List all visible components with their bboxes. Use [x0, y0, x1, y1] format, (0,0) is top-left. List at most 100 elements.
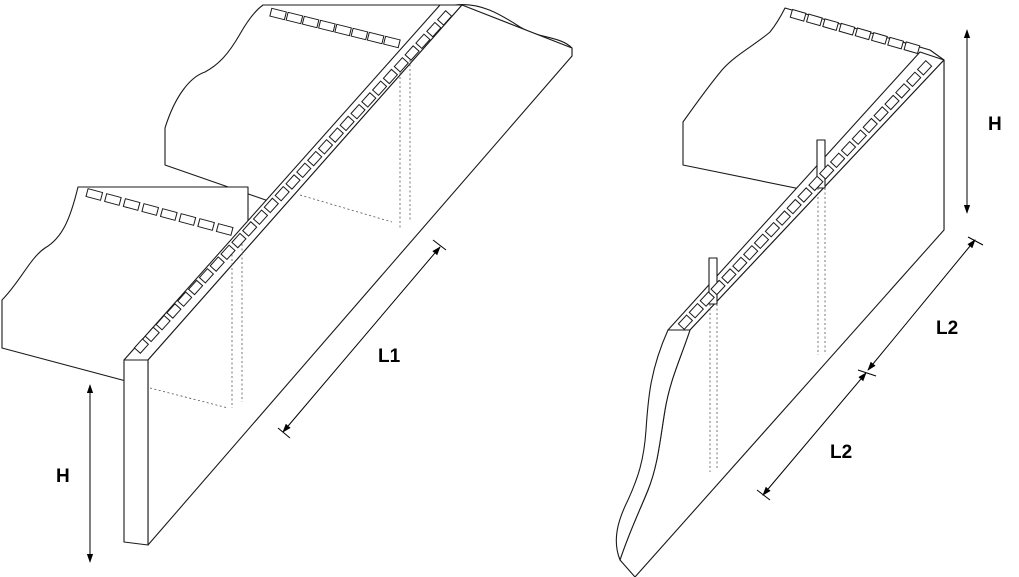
left-length-dimension [282, 246, 441, 433]
hollow-core-cell [721, 268, 737, 284]
hollow-core-cell [805, 13, 823, 27]
hollow-core-cell [840, 140, 857, 157]
hollow-core-cell [296, 162, 312, 179]
hollow-core-cell [350, 103, 366, 120]
hollow-core-cell [269, 7, 287, 21]
hollow-core-cell [318, 19, 336, 33]
hollow-core-cell [797, 187, 813, 203]
hollow-core-cell [242, 221, 258, 237]
hollow-core-cell [688, 302, 705, 319]
hollow-core-cell [753, 233, 770, 250]
dimension-lines [86, 29, 984, 563]
hollow-core-cell [789, 8, 807, 22]
hollow-core-cell [166, 303, 182, 319]
hollow-core-cell [231, 232, 247, 249]
hollow-core-cell [404, 45, 420, 61]
hollow-core-cell [829, 152, 846, 169]
right-dowel-bars [708, 139, 826, 305]
hollow-core-cell [916, 59, 933, 76]
right-hidden-dowel-lines [709, 188, 826, 472]
left-length-tick-b [432, 239, 447, 251]
right-length-upper-label: L2 [936, 318, 958, 339]
hollow-core-cell [252, 209, 269, 226]
hollow-core-cell [371, 80, 388, 97]
dowel-bar-upper [816, 139, 826, 189]
hollow-core-cell [198, 267, 215, 284]
hollow-core-cell [285, 174, 301, 190]
dimension-labels: H L1 H L2 L2 [56, 114, 1002, 487]
hollow-core-cell [197, 218, 215, 231]
right-height-label: H [988, 114, 1002, 135]
hollow-core-cell [699, 291, 715, 307]
hollow-core-cell [415, 33, 431, 50]
hollow-core-cell [215, 223, 234, 236]
hollow-core-cell [873, 106, 889, 122]
left-wall-assembly [1, 3, 573, 546]
hollow-core-cell [786, 198, 802, 215]
hollow-core-cell [104, 193, 122, 206]
hollow-core-cell [775, 210, 792, 226]
right-length-tick-mid [857, 369, 877, 377]
left-hidden-edges-back [299, 60, 411, 230]
hollow-core-cell [382, 68, 399, 85]
left-length-tick-a [277, 427, 291, 439]
hollow-core-cell [426, 21, 442, 38]
hollow-core-cell [838, 22, 856, 36]
hollow-core-cell [144, 326, 160, 343]
hollow-core-cell [159, 208, 178, 221]
hollow-core-cell [808, 175, 824, 192]
hollow-core-cell [350, 27, 369, 41]
hollow-core-cell [903, 41, 921, 55]
left-length-label: L1 [378, 346, 401, 367]
hollow-core-cell [334, 23, 352, 37]
left-hidden-edges-front [149, 244, 243, 409]
right-hollow-cores [677, 8, 933, 331]
hollow-core-cell [274, 185, 290, 202]
hollow-core-cell [393, 56, 409, 73]
hollow-core-cell [328, 127, 344, 143]
hollow-core-cell [764, 221, 781, 238]
hollow-core-cell [263, 197, 279, 214]
hollow-core-cell [383, 35, 401, 49]
hollow-core-cell [339, 115, 355, 132]
hollow-core-cell [285, 11, 304, 25]
hollow-core-cell [436, 10, 453, 26]
hollow-core-cell [905, 71, 922, 88]
hollow-core-cell [155, 314, 171, 331]
hollow-core-cell [854, 27, 872, 41]
hollow-core-cell [133, 338, 150, 354]
hollow-core-cell [177, 291, 193, 308]
hollow-core-cell [187, 279, 204, 296]
hollow-core-cell [122, 198, 141, 211]
hollow-core-cell [677, 314, 694, 331]
right-length-tick-top [967, 236, 984, 246]
hollow-core-cell [307, 150, 323, 167]
hollow-core-cell [220, 244, 236, 261]
hollow-core-cell [209, 256, 225, 272]
right-length-lower-label: L2 [830, 442, 852, 463]
hollow-core-cell [85, 188, 104, 201]
hollow-core-cell [366, 31, 385, 45]
hollow-core-cell [818, 164, 835, 180]
hollow-core-cell [822, 18, 840, 31]
hollow-core-cell [887, 36, 905, 50]
hollow-core-cell [862, 117, 878, 134]
right-length-lower-dimension [762, 372, 867, 496]
hollow-core-cell [742, 244, 759, 261]
hollow-core-cell [870, 32, 888, 45]
left-long-wall-end [123, 359, 149, 546]
left-hollow-cores [85, 7, 453, 354]
dowel-bar-lower [708, 257, 718, 305]
hollow-core-cell [732, 256, 748, 273]
left-height-label: H [56, 466, 70, 487]
right-length-tick-bottom [756, 489, 771, 501]
hollow-core-cell [178, 213, 197, 226]
hollow-core-cell [317, 138, 334, 155]
hollow-core-cell [884, 94, 900, 111]
right-broken-end [615, 329, 691, 561]
hollow-core-cell [895, 83, 911, 99]
right-length-upper-dimension [867, 239, 976, 371]
hollow-core-cell [710, 279, 726, 296]
hollow-core-cell [141, 203, 160, 216]
